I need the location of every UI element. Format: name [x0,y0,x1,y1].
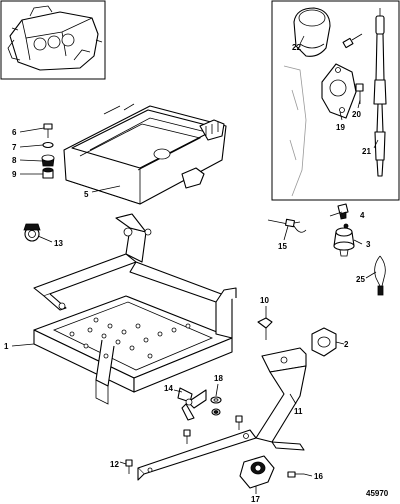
bolt-part-10 [257,317,273,340]
figure-number: 45970 [366,489,389,498]
clamp-part-13 [23,223,41,242]
bolt-part-16 [287,471,304,478]
engine-block-icon [7,5,103,71]
wiring-harness-part-21 [373,8,387,177]
bolt-near-12-icon [183,429,191,444]
callout-3: 3 [366,240,371,249]
callout-16: 16 [314,472,323,481]
wire-connector-part-15 [267,218,307,233]
callout-14: 14 [164,384,173,393]
fastener-stack [41,123,55,179]
wing-nut-part-14 [177,387,207,421]
leader-lines [11,35,379,494]
callout-11: 11 [294,407,303,416]
grommet-plug-part-17 [239,455,275,489]
bolt-icon [342,33,363,49]
callout-22: 22 [292,43,301,52]
callout-6: 6 [12,128,17,137]
pressure-sender-part-3 [333,223,355,257]
callout-21: 21 [362,147,371,156]
mounting-bracket-part-1 [33,213,237,405]
callout-4: 4 [360,211,365,220]
sensor-part-4 [337,203,349,220]
callout-labels: 6 7 8 9 5 13 1 4 3 15 25 10 2 11 14 18 1… [4,43,389,504]
callout-1: 1 [4,342,9,351]
callout-12: 12 [110,460,119,469]
callout-15: 15 [278,242,287,251]
washer-part-7 [42,141,54,149]
callout-20: 20 [352,110,361,119]
ecm-module-part-5 [63,103,227,205]
callout-13: 13 [54,239,63,248]
bolt-near-11-icon [235,415,243,430]
detail-inset [271,0,400,201]
support-bracket-part-11 [137,347,307,481]
sensor-housing-part-22 [293,7,331,57]
callout-7: 7 [12,143,17,152]
bolt-20-icon [355,83,364,104]
wire-loop-part-25 [374,255,386,296]
hex-nut-part-2 [311,327,337,357]
engine-locator-inset [0,0,106,80]
callout-25: 25 [356,275,365,284]
spacer-part-9 [42,167,54,179]
gasket-plate-part-19 [321,63,357,119]
callout-9: 9 [12,170,17,179]
bolt-part-12 [125,459,133,474]
washers-part-18 [210,396,222,416]
callout-5: 5 [84,190,89,199]
callout-19: 19 [336,123,345,132]
grommet-part-8 [41,154,55,167]
callout-2: 2 [344,340,349,349]
callout-10: 10 [260,296,269,305]
callout-17: 17 [251,495,260,504]
screw-part-6 [43,123,53,138]
callout-8: 8 [12,156,17,165]
callout-18: 18 [214,374,223,383]
